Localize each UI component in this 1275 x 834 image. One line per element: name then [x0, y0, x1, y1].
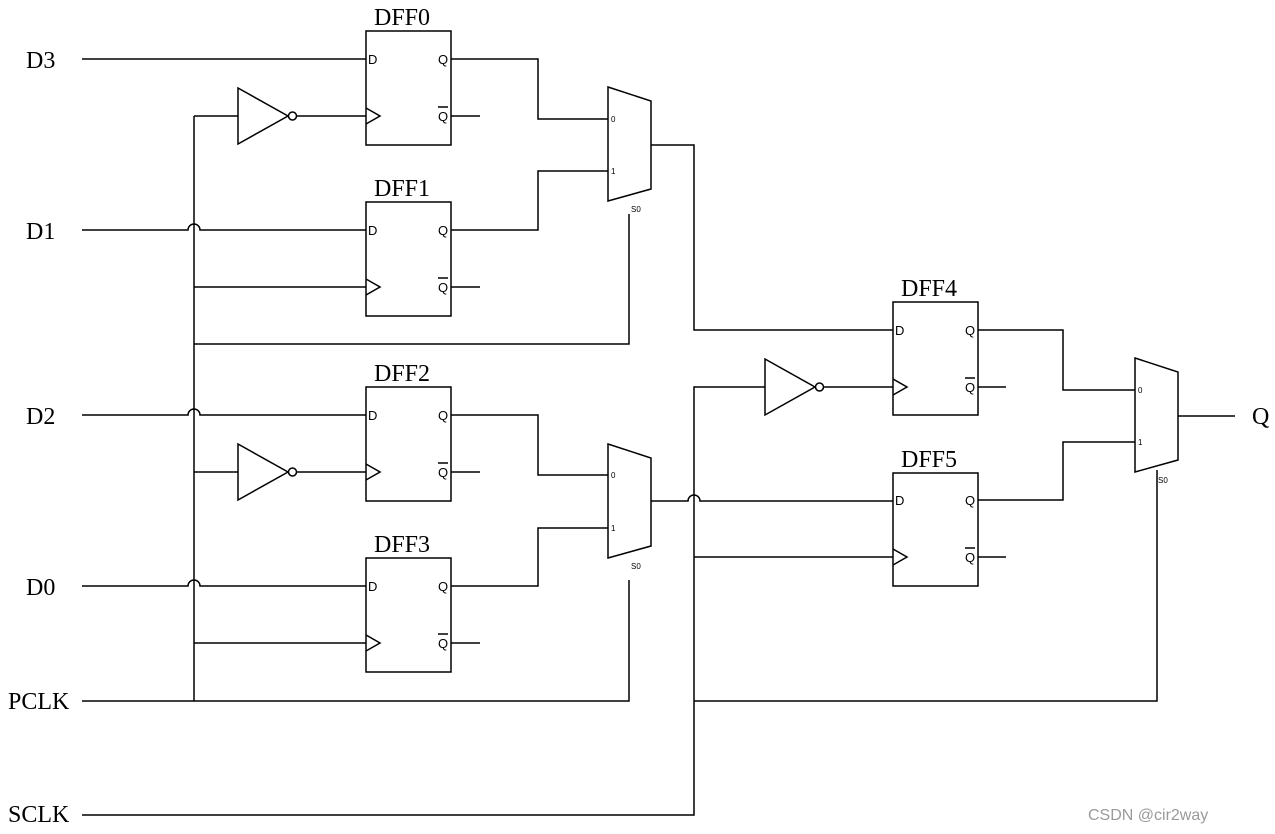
dff0-q-pin: Q: [438, 52, 448, 67]
mux-2: 0 1 S0: [607, 442, 652, 571]
mux1-in0-label: 0: [611, 115, 616, 124]
input-label-sclk: SCLK: [8, 802, 70, 828]
dff2-q-pin: Q: [438, 408, 448, 423]
mux1-sel-label: S0: [631, 205, 641, 214]
wire-pclk-to-mux1-sel: [194, 214, 630, 345]
dff2: DFF2 D Q Q: [365, 361, 452, 502]
mux1-in1-label: 1: [611, 167, 616, 176]
dff2-d-pin: D: [368, 408, 377, 423]
mux2-sel-label: S0: [631, 562, 641, 571]
dff3-qbar-pin: Q: [438, 636, 448, 651]
wire-pclk-to-mux2-sel: [82, 580, 630, 702]
dff5-qbar-pin: Q: [965, 550, 975, 565]
input-label-d0: D0: [26, 575, 55, 601]
wire-dff2-q-to-mux2: [451, 414, 608, 476]
wire-dff3-q-to-mux2: [451, 527, 608, 587]
dff0: DFF0 D Q Q: [365, 5, 452, 146]
input-label-pclk: PCLK: [8, 689, 70, 715]
dff2-title: DFF2: [374, 361, 430, 387]
mux-3: 0 1 S0: [1134, 356, 1179, 485]
watermark: CSDN @cir2way: [1088, 807, 1208, 824]
dff0-title: DFF0: [374, 5, 430, 31]
dff3-q-pin: Q: [438, 579, 448, 594]
wire-sclk-to-mux3-sel: [694, 470, 1158, 702]
dff1-q-pin: Q: [438, 223, 448, 238]
dff4-d-pin: D: [895, 323, 904, 338]
dff1-title: DFF1: [374, 176, 430, 202]
mux3-sel-label: S0: [1158, 476, 1168, 485]
dff5-q-pin: Q: [965, 493, 975, 508]
dff4-qbar-pin: Q: [965, 380, 975, 395]
dff3-title: DFF3: [374, 532, 430, 558]
wire-dff0-q-to-mux1: [451, 58, 608, 120]
dff4: DFF4 D Q Q: [892, 276, 979, 416]
dff3: DFF3 D Q Q: [365, 532, 452, 673]
dff1: DFF1 D Q Q: [365, 176, 452, 317]
dff4-title: DFF4: [901, 276, 957, 302]
input-label-d1: D1: [26, 219, 55, 245]
output-label-q: Q: [1252, 404, 1269, 430]
inverter-4: [764, 357, 825, 417]
mux2-in0-label: 0: [611, 471, 616, 480]
wire-d2: [82, 408, 366, 416]
dff5: DFF5 D Q Q: [892, 447, 979, 587]
mux3-in0-label: 0: [1138, 386, 1143, 395]
wires: [82, 58, 1235, 816]
inverter-0: [237, 86, 298, 146]
dff0-qbar-pin: Q: [438, 109, 448, 124]
input-label-d2: D2: [26, 404, 55, 430]
wire-sclk-vertical: [82, 386, 765, 816]
input-label-d3: D3: [26, 48, 55, 74]
wire-d0: [82, 579, 366, 587]
wire-mux1-to-dff4: [651, 144, 893, 331]
dff1-qbar-pin: Q: [438, 280, 448, 295]
dff5-title: DFF5: [901, 447, 957, 473]
mux3-in1-label: 1: [1138, 438, 1143, 447]
dff4-q-pin: Q: [965, 323, 975, 338]
wire-dff5-q-to-mux3: [978, 441, 1135, 501]
dff3-d-pin: D: [368, 579, 377, 594]
dff0-d-pin: D: [368, 52, 377, 67]
wire-mux2-to-dff5: [651, 494, 893, 502]
dff2-qbar-pin: Q: [438, 465, 448, 480]
wire-dff1-q-to-mux1: [451, 170, 608, 231]
dff5-d-pin: D: [895, 493, 904, 508]
dff1-d-pin: D: [368, 223, 377, 238]
inverter-2: [237, 442, 298, 502]
mux2-in1-label: 1: [611, 524, 616, 533]
mux-1: 0 1 S0: [607, 85, 652, 214]
wire-d1: [82, 223, 366, 231]
wire-dff4-q-to-mux3: [978, 329, 1135, 391]
